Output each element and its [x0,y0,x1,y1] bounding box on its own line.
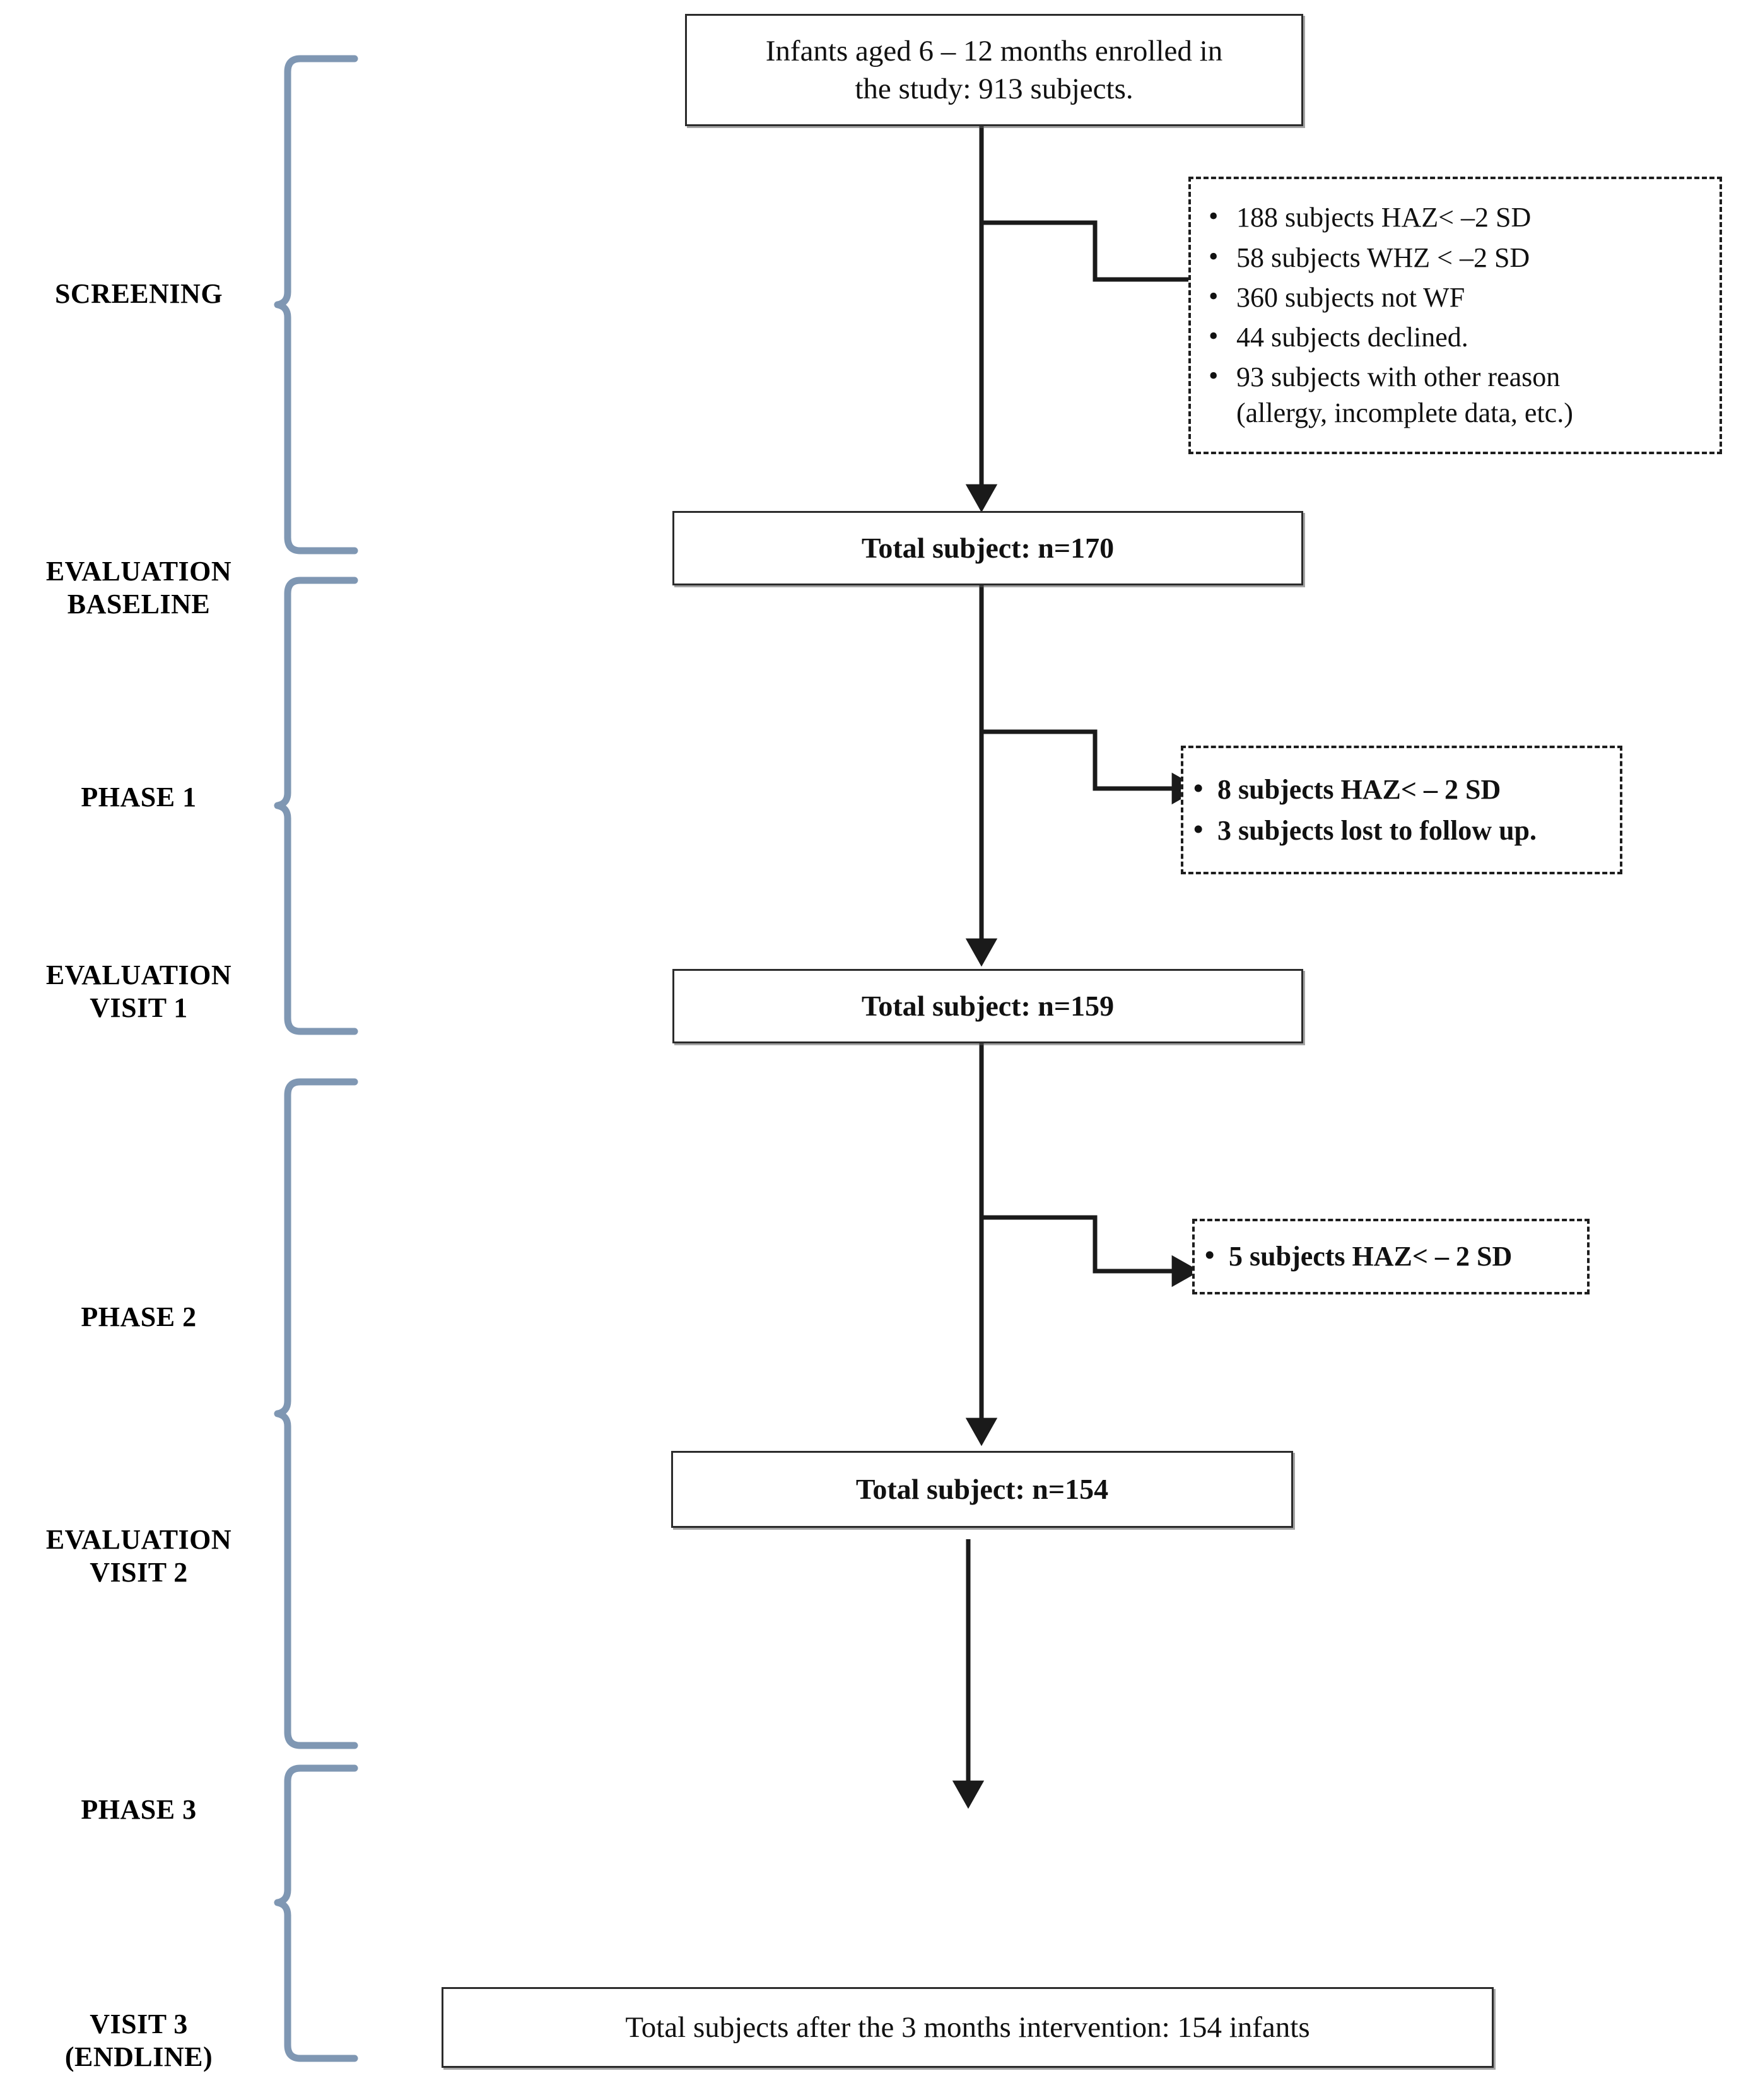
brace-phase2-span [274,1078,358,1749]
exclusion-list-screening: 188 subjects HAZ< –2 SD 58 subjects WHZ … [1191,196,1720,435]
node-total-154-text: Total subject: n=154 [855,1472,1109,1505]
exclusion-item: 360 subjects not WF [1200,278,1711,315]
exclusion-item: 5 subjects HAZ< – 2 SD [1201,1237,1581,1274]
exclusion-item: 8 subjects HAZ< – 2 SD [1190,770,1614,807]
node-total-159: Total subject: n=159 [672,969,1303,1043]
stage-label-visit-3-endline: VISIT 3 (ENDLINE) [64,2009,213,2072]
exclusion-box-phase1: 8 subjects HAZ< – 2 SD 3 subjects lost t… [1181,746,1622,874]
arrow-screening-exclusions [981,220,1226,296]
arrow-phase2-exclusions [981,1215,1200,1288]
exclusion-item: 3 subjects lost to follow up. [1190,811,1614,848]
node-total-154: Total subject: n=154 [671,1451,1293,1528]
node-total-170: Total subject: n=170 [672,511,1303,585]
node-enrolled: Infants aged 6 – 12 months enrolled in t… [685,14,1303,126]
stage-label-screening: SCREENING [54,278,223,309]
exclusion-item: 44 subjects declined. [1200,318,1711,355]
node-total-159-text: Total subject: n=159 [861,989,1115,1022]
exclusion-box-phase2: 5 subjects HAZ< – 2 SD [1192,1219,1590,1294]
exclusion-item: 188 subjects HAZ< –2 SD [1200,198,1711,235]
stage-label-phase-1: PHASE 1 [81,782,197,812]
exclusion-list-phase2: 5 subjects HAZ< – 2 SD [1195,1233,1587,1279]
stage-label-evaluation-visit-2: EVALUATION VISIT 2 [45,1524,232,1588]
brace-screening-span [274,55,358,554]
node-total-170-text: Total subject: n=170 [861,531,1115,564]
arrow-phase1-exclusions [981,729,1200,805]
stage-label-phase-3: PHASE 3 [81,1794,197,1825]
node-final-total: Total subjects after the 3 months interv… [442,1987,1494,2068]
exclusion-box-screening: 188 subjects HAZ< –2 SD 58 subjects WHZ … [1188,177,1722,454]
stage-label-evaluation-baseline: EVALUATION BASELINE [45,556,232,619]
stage-label-phase-2: PHASE 2 [81,1301,197,1332]
exclusion-item: 93 subjects with other reason (allergy, … [1200,358,1711,431]
exclusion-item: 58 subjects WHZ < –2 SD [1200,238,1711,276]
brace-phase3-span [274,1764,358,2062]
brace-phase1-span [274,577,358,1035]
exclusion-list-phase1: 8 subjects HAZ< – 2 SD 3 subjects lost t… [1183,766,1620,853]
stage-label-evaluation-visit-1: EVALUATION VISIT 1 [45,959,232,1023]
node-final-total-text: Total subjects after the 3 months interv… [625,2010,1310,2044]
node-enrolled-text: Infants aged 6 – 12 months enrolled in t… [765,34,1223,105]
